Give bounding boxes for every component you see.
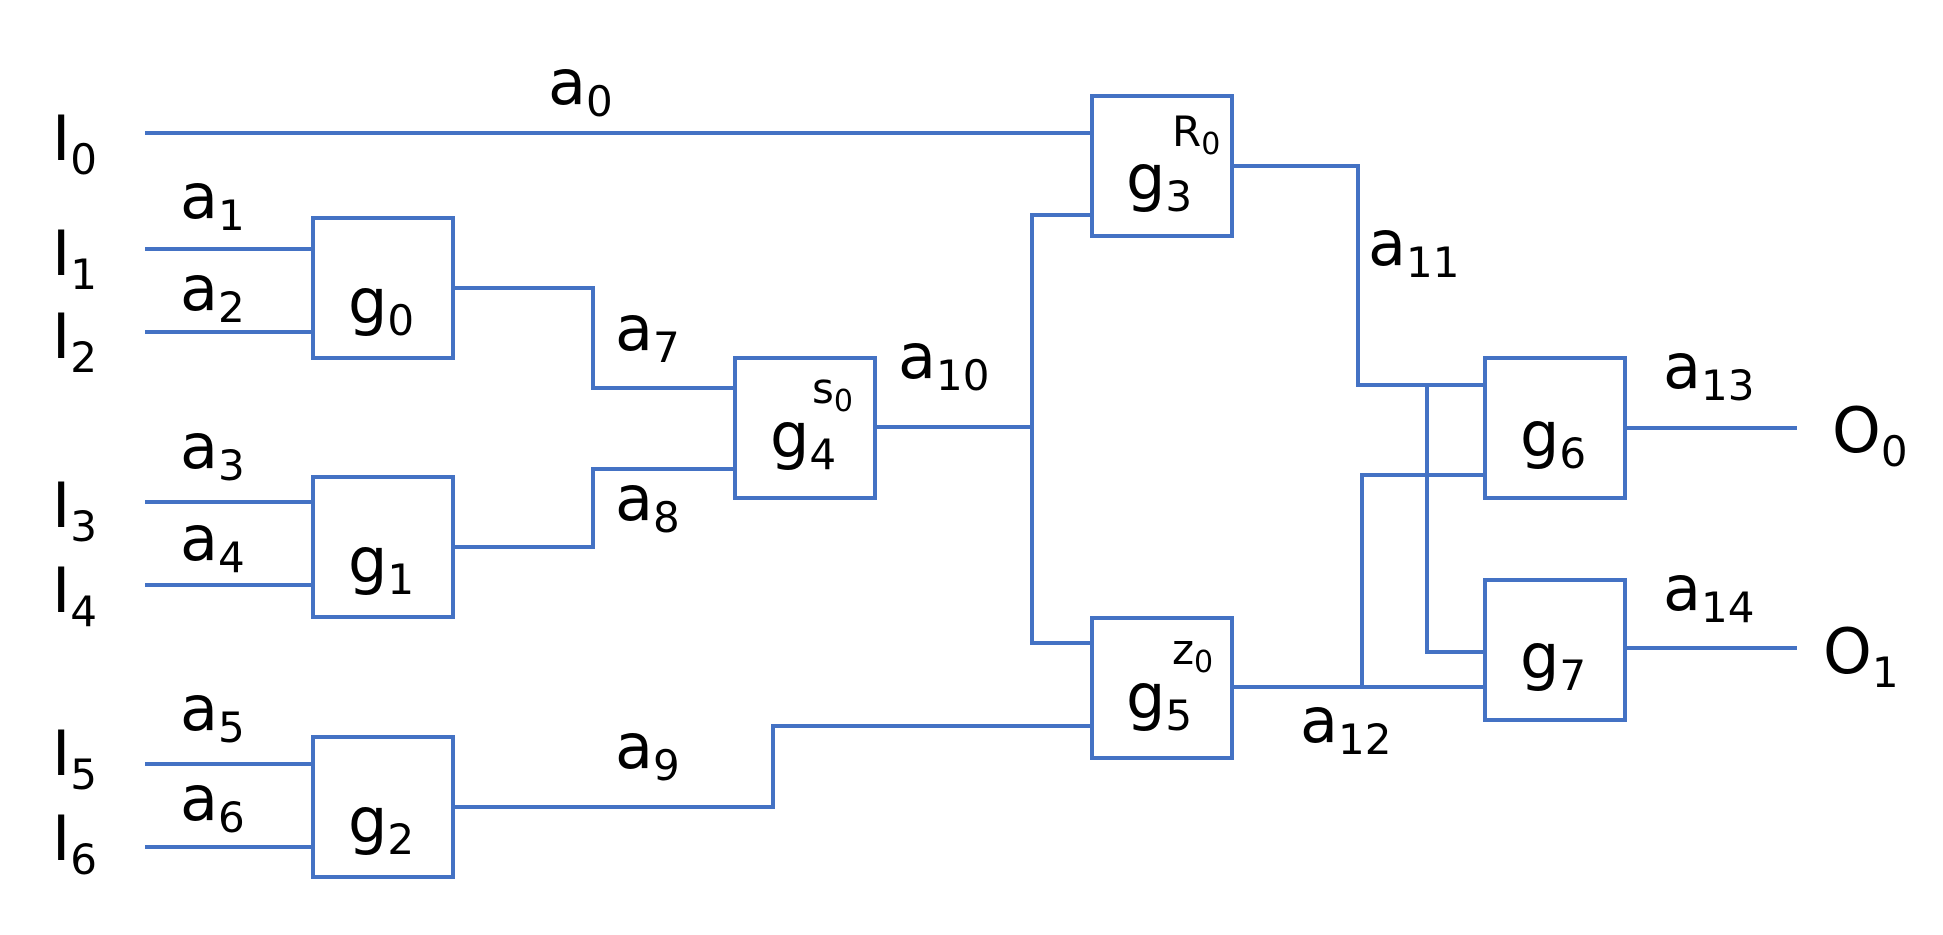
wire-a10-label: a10	[898, 320, 989, 400]
gate-g5-superscript: z0	[1172, 625, 1213, 680]
wire-a3-label: a3	[180, 410, 245, 490]
wire-a9-label: a9	[615, 710, 680, 790]
gate-g6-label: g6	[1520, 398, 1586, 478]
gate-g6-box	[1483, 356, 1627, 500]
gate-g2-box	[311, 735, 455, 879]
gate-g3-superscript: R0	[1172, 107, 1220, 162]
wire-a8-label: a8	[615, 462, 680, 542]
input-I0-label: I0	[52, 102, 97, 184]
input-labels: I0 I1 I2 I3 I4 I5 I6	[52, 102, 97, 884]
gate-g0-label: g0	[348, 265, 414, 345]
gate-g7-box	[1483, 578, 1627, 722]
gate-g3-label: g3	[1126, 141, 1192, 221]
wire-a1-label: a1	[180, 160, 245, 240]
wire-a2-label: a2	[180, 252, 245, 332]
input-I5-label: I5	[52, 717, 97, 799]
wire-a5-label: a5	[180, 672, 245, 752]
gates: g0 g1 g2 g3 R0 g4 s0 g5 z0 g6 g7	[311, 94, 1627, 879]
wire-a12	[1230, 473, 1487, 689]
gate-g4-label: g4	[770, 399, 836, 479]
input-I1-label: I1	[52, 217, 97, 299]
wire-a12-label: a12	[1300, 684, 1391, 764]
gate-g1-box	[311, 475, 455, 619]
input-I4-label: I4	[52, 554, 97, 636]
wire-a7-label: a7	[615, 292, 680, 372]
input-I6-label: I6	[52, 802, 97, 884]
gate-g0-box	[311, 216, 455, 360]
output-O1-label: O1	[1823, 615, 1899, 697]
gate-g4-superscript: s0	[812, 364, 853, 419]
gate-g5-label: g5	[1126, 660, 1192, 740]
wire-labels: a0 a1 a2 a3 a4 a5 a6 a7 a8 a9 a10 a11 a1…	[180, 46, 1754, 842]
wires	[145, 131, 1797, 849]
wire-a10	[873, 213, 1094, 645]
wire-a8	[451, 467, 737, 549]
wire-a7	[451, 286, 737, 390]
wire-a9	[451, 724, 1094, 809]
wire-a4-label: a4	[180, 502, 245, 582]
input-I2-label: I2	[52, 300, 97, 382]
output-labels: O0 O1	[1823, 394, 1908, 697]
wire-a11-label: a11	[1368, 207, 1459, 287]
gate-g5-box	[1090, 616, 1234, 760]
wire-a0-label: a0	[548, 46, 613, 126]
gate-g4-box	[733, 356, 877, 500]
input-I3-label: I3	[52, 469, 97, 551]
wire-a6-label: a6	[180, 762, 245, 842]
wire-a14-label: a14	[1663, 552, 1754, 632]
wire-a13-label: a13	[1663, 330, 1754, 410]
output-O0-label: O0	[1832, 394, 1908, 476]
gate-g7-label: g7	[1520, 620, 1586, 700]
gate-g3-box	[1090, 94, 1234, 238]
gate-g1-label: g1	[348, 524, 414, 604]
gate-g2-label: g2	[348, 784, 414, 864]
